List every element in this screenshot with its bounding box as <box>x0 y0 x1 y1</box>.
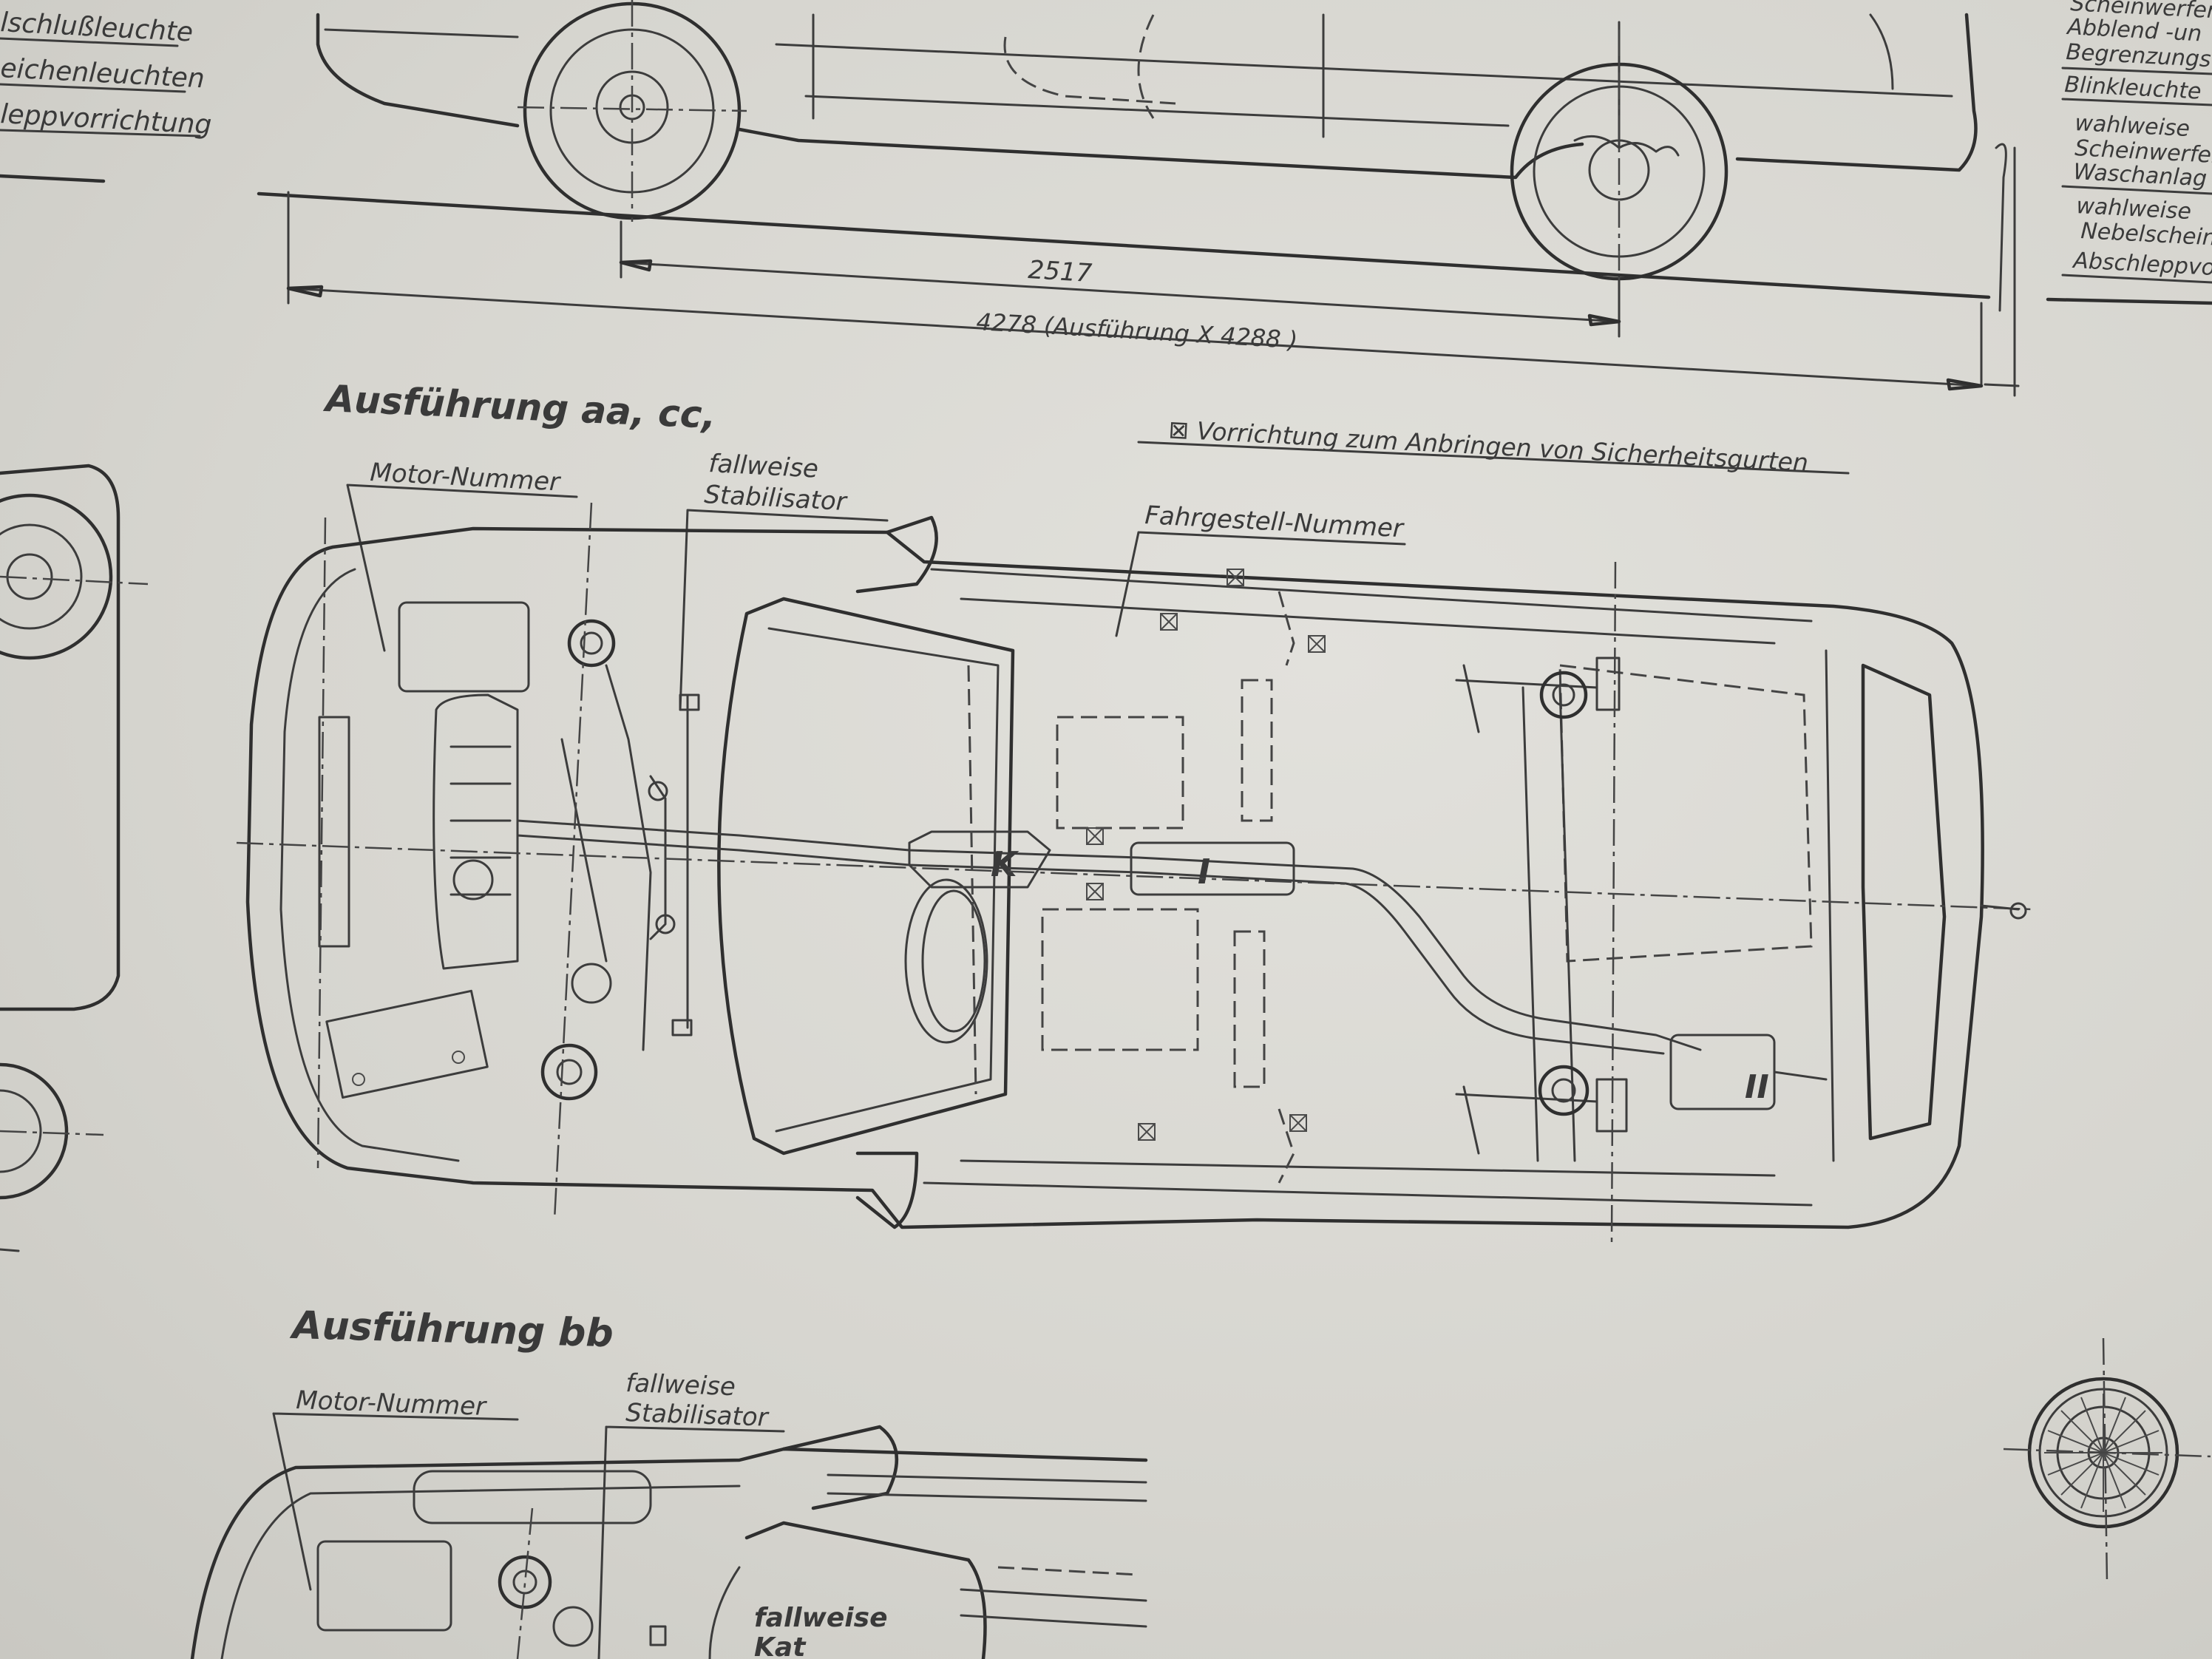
rear-muffler-marker: II <box>1745 1068 1769 1106</box>
seatbelt-anchor-markers <box>1086 569 1326 1141</box>
top-view-car-bb: fallweise Kat <box>190 1425 1148 1659</box>
section-bb-heading: Ausführung bb <box>289 1303 614 1356</box>
section-aa-cc-heading: Ausführung aa, cc, <box>322 377 716 437</box>
bb-kat-label-line2: Kat <box>754 1632 807 1659</box>
middle-muffler-marker: I <box>1198 852 1210 892</box>
wheelbase-dimension: 2517 <box>1027 255 1093 288</box>
right-legend-item: Nebelschein <box>2080 218 2212 251</box>
right-legend: Scheinwerfer Abblend -un Begrenzungs Bli… <box>2046 0 2212 305</box>
stabilisator-label-line1: fallweise <box>708 449 819 484</box>
side-view-car <box>257 0 2007 333</box>
left-cropped-wheel-views <box>0 464 149 1252</box>
right-legend-item: wahlweise <box>2074 110 2191 142</box>
bb-kat-label-line1: fallweise <box>754 1603 888 1633</box>
left-legend: lschlußleuchte eichenleuchten leppvorric… <box>0 7 212 183</box>
right-legend-item: wahlweise <box>2076 193 2192 225</box>
length-dimension: 4278 (Ausführung X 4288 ) <box>976 308 1299 354</box>
top-view-car-aa-cc: K I II <box>236 502 2034 1243</box>
bb-stabilisator-label-line1: fallweise <box>625 1368 736 1402</box>
catalytic-converter-marker: K <box>991 844 1020 884</box>
wheel-rim-drawing <box>2003 1337 2211 1583</box>
dimension-lines: 2517 4278 (Ausführung X 4288 ) <box>286 146 2020 397</box>
chassis-number-label: Fahrgestell-Nummer <box>1144 501 1405 543</box>
